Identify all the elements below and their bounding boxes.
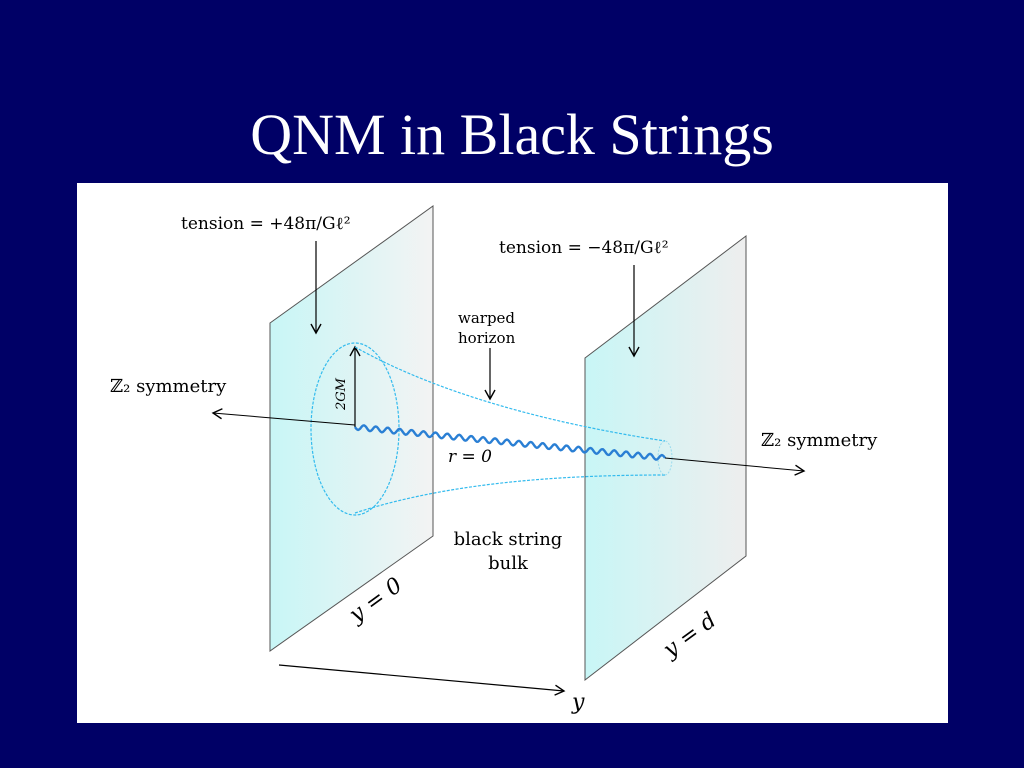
r-zero-label: r = 0 xyxy=(448,447,492,467)
z2-right-arrow xyxy=(664,457,806,476)
warped-label-line2: horizon xyxy=(458,329,516,347)
slide-title: QNM in Black Strings xyxy=(250,102,774,167)
warped-label-line1: warped xyxy=(458,309,515,327)
bulk-label-line2: bulk xyxy=(488,553,529,574)
y-axis-label: y xyxy=(571,690,585,715)
horizon-upper-edge xyxy=(354,346,666,442)
tension-left-label: tension = +48π/Gℓ² xyxy=(181,214,351,234)
brane-left xyxy=(269,205,434,652)
black-string-diagram: tension = +48π/Gℓ² tension = −48π/Gℓ² wa… xyxy=(77,183,948,723)
diagram-svg: tension = +48π/Gℓ² tension = −48π/Gℓ² wa… xyxy=(110,205,878,715)
radius-label: 2GM xyxy=(334,377,349,411)
singularity-wave xyxy=(354,424,666,461)
horizon-lower-edge xyxy=(354,474,666,514)
y-axis-arrow xyxy=(278,664,566,696)
z2-left-label: ℤ₂ symmetry xyxy=(110,376,227,397)
z2-left-arrow xyxy=(211,408,356,426)
tension-right-label: tension = −48π/Gℓ² xyxy=(499,238,669,258)
z2-right-label: ℤ₂ symmetry xyxy=(761,430,878,451)
bulk-label-line1: black string xyxy=(454,529,563,550)
